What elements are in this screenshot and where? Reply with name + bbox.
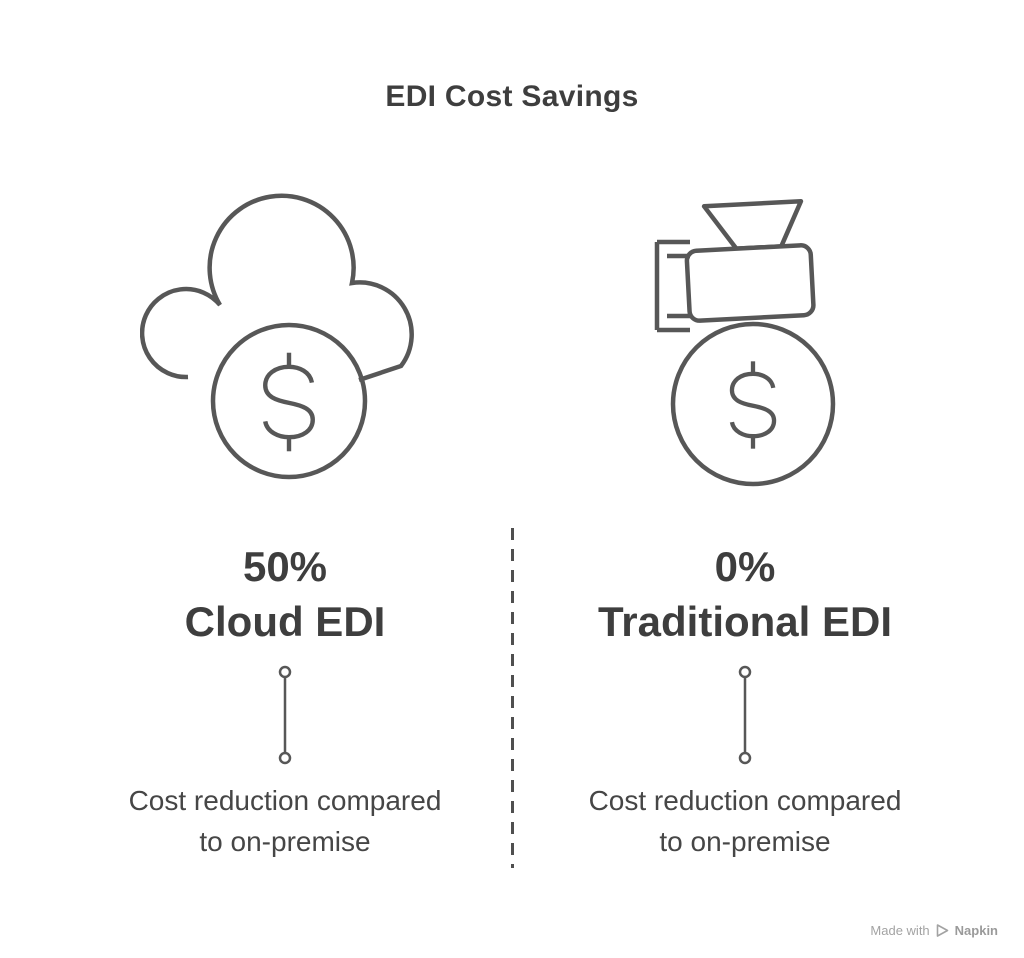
money-bag-top bbox=[684, 198, 816, 323]
cloud-dollar-icon bbox=[140, 193, 414, 480]
page-title: EDI Cost Savings bbox=[385, 80, 639, 113]
made-with-text: Made with bbox=[870, 923, 930, 938]
caption-cloud-edi: Cost reduction compared to on-premise bbox=[128, 785, 442, 857]
cloud-dollar-icon-wrap bbox=[140, 190, 430, 500]
column-traditional-edi: 0% Traditional EDI Cost reduction compar… bbox=[513, 190, 977, 862]
bag-tie-band bbox=[684, 243, 816, 323]
column-divider bbox=[511, 528, 514, 868]
label-traditional-edi: Traditional EDI bbox=[597, 597, 893, 645]
dollar-circle bbox=[210, 322, 368, 480]
cloud-outline bbox=[140, 193, 414, 383]
napkin-watermark-link[interactable]: Made with Napkin bbox=[870, 923, 998, 938]
value-cloud-edi: 50% bbox=[242, 543, 328, 590]
dollar-sign bbox=[729, 361, 777, 449]
dollar-sign bbox=[263, 352, 315, 452]
label-cloud-edi: Cloud EDI bbox=[184, 597, 386, 645]
bag-funnel bbox=[701, 198, 804, 251]
bag-body bbox=[670, 321, 836, 487]
connector-line-right bbox=[738, 665, 752, 765]
value-traditional-edi: 0% bbox=[714, 543, 776, 590]
caption-traditional-edi: Cost reduction compared to on-premise bbox=[588, 785, 902, 857]
money-bag-icon bbox=[654, 198, 836, 487]
column-cloud-edi: 50% Cloud EDI Cost reduction compared to… bbox=[53, 190, 517, 862]
connector-line-left bbox=[278, 665, 292, 765]
hand-grip bbox=[654, 239, 690, 333]
napkin-brand-text: Napkin bbox=[954, 923, 998, 938]
money-bag-icon-wrap bbox=[595, 190, 895, 500]
napkin-logo-icon bbox=[936, 924, 948, 937]
